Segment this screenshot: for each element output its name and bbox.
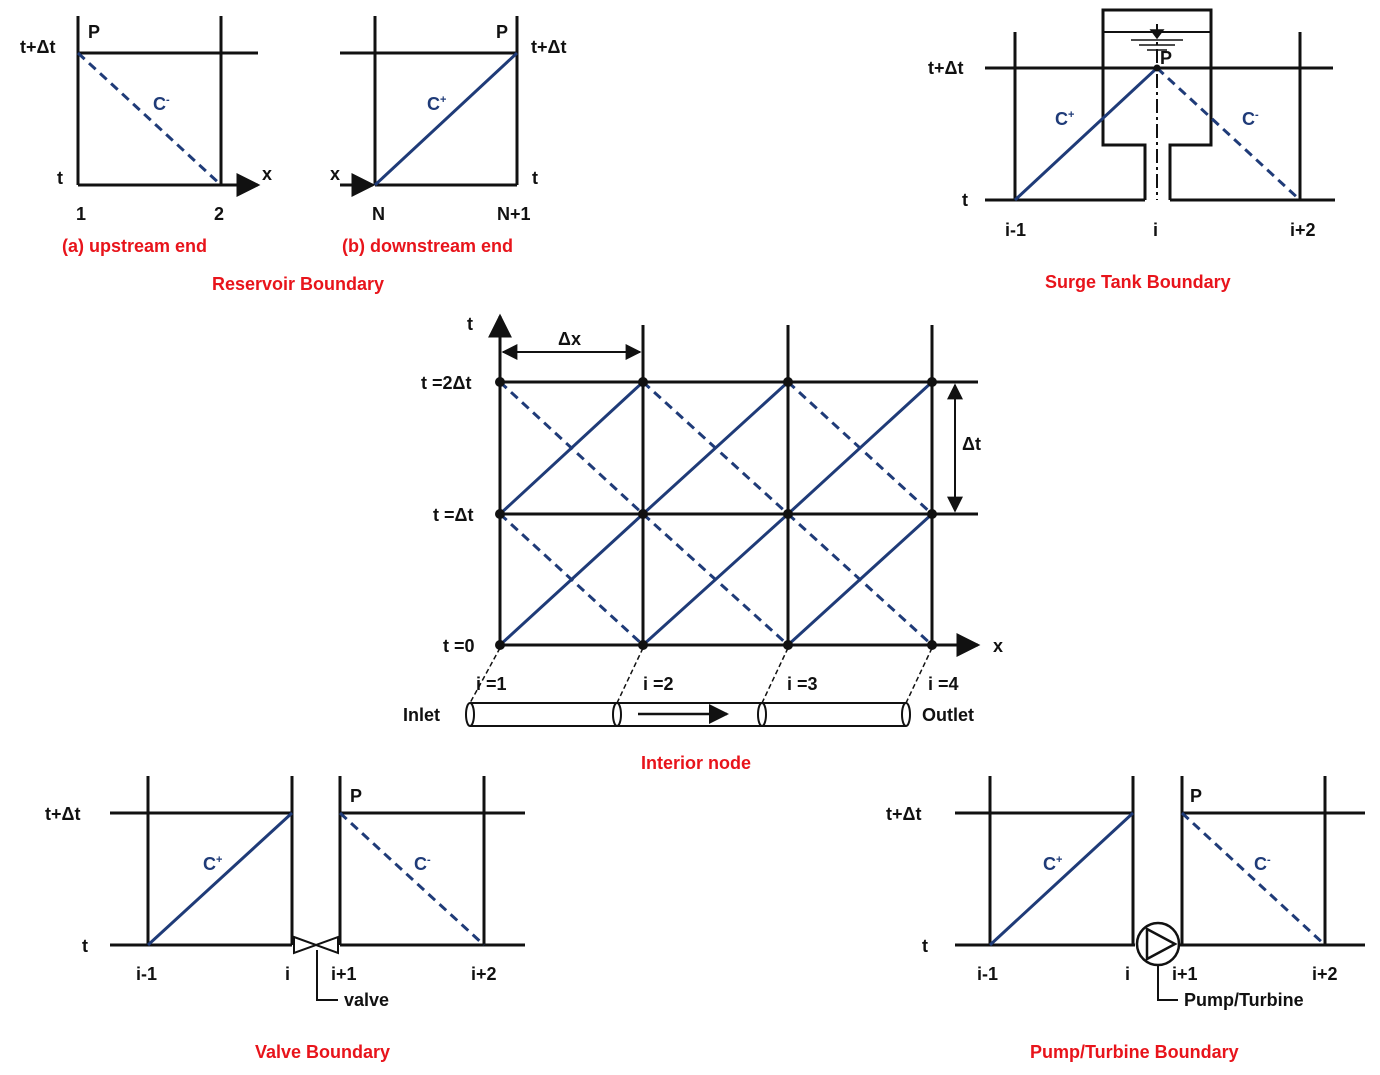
label-p-pump: P: [1190, 786, 1202, 806]
label-c-minus-pump: C-: [1254, 854, 1271, 874]
label-t-dt-upstream: t+Δt: [20, 37, 55, 57]
node-i-minus-1-pump: i-1: [977, 964, 998, 984]
label-p-upstream: P: [88, 22, 100, 42]
label-inlet: Inlet: [403, 705, 440, 725]
node-2-label: 2: [214, 204, 224, 224]
label-dt: Δt: [962, 434, 981, 454]
surge-tank-outline: [1101, 8, 1213, 200]
node-i-minus-1-valve: i-1: [136, 964, 157, 984]
label-c-minus-surge: C-: [1242, 109, 1259, 129]
reservoir-upstream-panel: [76, 16, 261, 197]
label-t-surge: t: [962, 190, 968, 210]
label-i-4: i =4: [928, 674, 959, 694]
node-i-surge: i: [1153, 220, 1158, 240]
label-t-valve: t: [82, 936, 88, 956]
title-valve-boundary: Valve Boundary: [255, 1042, 390, 1062]
caption-upstream-end: (a) upstream end: [62, 236, 207, 256]
label-p-surge: P: [1160, 48, 1172, 68]
node-i-plus-2-valve: i+2: [471, 964, 497, 984]
caption-downstream-end: (b) downstream end: [342, 236, 513, 256]
label-t-2dt: t =2Δt: [421, 373, 471, 393]
pump-panel: [955, 776, 1365, 947]
interior-c-minus-lines: [498, 380, 934, 647]
label-t-0: t =0: [443, 636, 475, 656]
node-i-plus-1-pump: i+1: [1172, 964, 1198, 984]
label-pump-turbine: Pump/Turbine: [1184, 990, 1304, 1010]
label-t-axis-interior: t: [467, 314, 473, 334]
title-interior-node: Interior node: [641, 753, 751, 773]
label-t-upstream: t: [57, 168, 63, 188]
label-t-dt-pump: t+Δt: [886, 804, 921, 824]
node-n-label: N: [372, 204, 385, 224]
node-i-pump: i: [1125, 964, 1130, 984]
c-minus-line-surge: [1155, 66, 1302, 202]
label-c-minus-upstream: C-: [153, 94, 170, 114]
label-x-upstream: x: [262, 164, 272, 184]
title-reservoir-boundary: Reservoir Boundary: [212, 274, 384, 294]
c-minus-line-upstream: [76, 51, 223, 187]
c-plus-line-surge: [1013, 66, 1159, 202]
title-surge-tank-boundary: Surge Tank Boundary: [1045, 272, 1231, 292]
c-minus-line-valve: [338, 811, 486, 947]
label-x-downstream: x: [330, 164, 340, 184]
pipe-leader-lines: [469, 647, 933, 704]
label-i-1: i =1: [476, 674, 507, 694]
valve-leader-line: [316, 950, 338, 1001]
label-t-dt-downstream: t+Δt: [531, 37, 566, 57]
node-i-plus-2-pump: i+2: [1312, 964, 1338, 984]
label-dx: Δx: [558, 329, 581, 349]
node-i-minus-1-surge: i-1: [1005, 220, 1026, 240]
node-1-label: 1: [76, 204, 86, 224]
c-plus-line-downstream: [373, 51, 519, 187]
pump-leader-line: [1157, 966, 1178, 1001]
label-p-valve: P: [350, 786, 362, 806]
label-x-interior: x: [993, 636, 1003, 656]
label-c-plus-valve: C+: [203, 854, 222, 874]
label-c-plus-downstream: C+: [427, 94, 446, 114]
title-pump-turbine-boundary: Pump/Turbine Boundary: [1030, 1042, 1239, 1062]
label-t-pump: t: [922, 936, 928, 956]
reservoir-downstream-panel: [340, 16, 519, 197]
label-c-plus-surge: C+: [1055, 109, 1074, 129]
surge-tank-panel: [985, 8, 1335, 202]
label-i-2: i =2: [643, 674, 674, 694]
label-p-downstream: P: [496, 22, 508, 42]
label-t-dt-surge: t+Δt: [928, 58, 963, 78]
c-plus-line-pump: [988, 811, 1135, 947]
label-c-minus-valve: C-: [414, 854, 431, 874]
node-i-plus-2-surge: i+2: [1290, 220, 1316, 240]
pump-turbine-icon: [1135, 921, 1181, 967]
node-i-plus-1-valve: i+1: [331, 964, 357, 984]
valve-icon: [293, 935, 339, 955]
label-i-3: i =3: [787, 674, 818, 694]
label-t-dt-valve: t+Δt: [45, 804, 80, 824]
pipe-icon: [465, 702, 911, 727]
c-minus-line-pump: [1180, 811, 1327, 947]
valve-panel: [110, 776, 525, 947]
label-c-plus-pump: C+: [1043, 854, 1062, 874]
label-t-dt-interior: t =Δt: [433, 505, 473, 525]
c-plus-line-valve: [146, 811, 294, 947]
node-n-plus-1-label: N+1: [497, 204, 531, 224]
label-t-downstream: t: [532, 168, 538, 188]
label-outlet: Outlet: [922, 705, 974, 725]
node-i-valve: i: [285, 964, 290, 984]
interior-grid: [488, 313, 981, 657]
label-valve: valve: [344, 990, 389, 1010]
interior-nodes: [495, 377, 937, 650]
node-p-surge: [1153, 64, 1161, 72]
